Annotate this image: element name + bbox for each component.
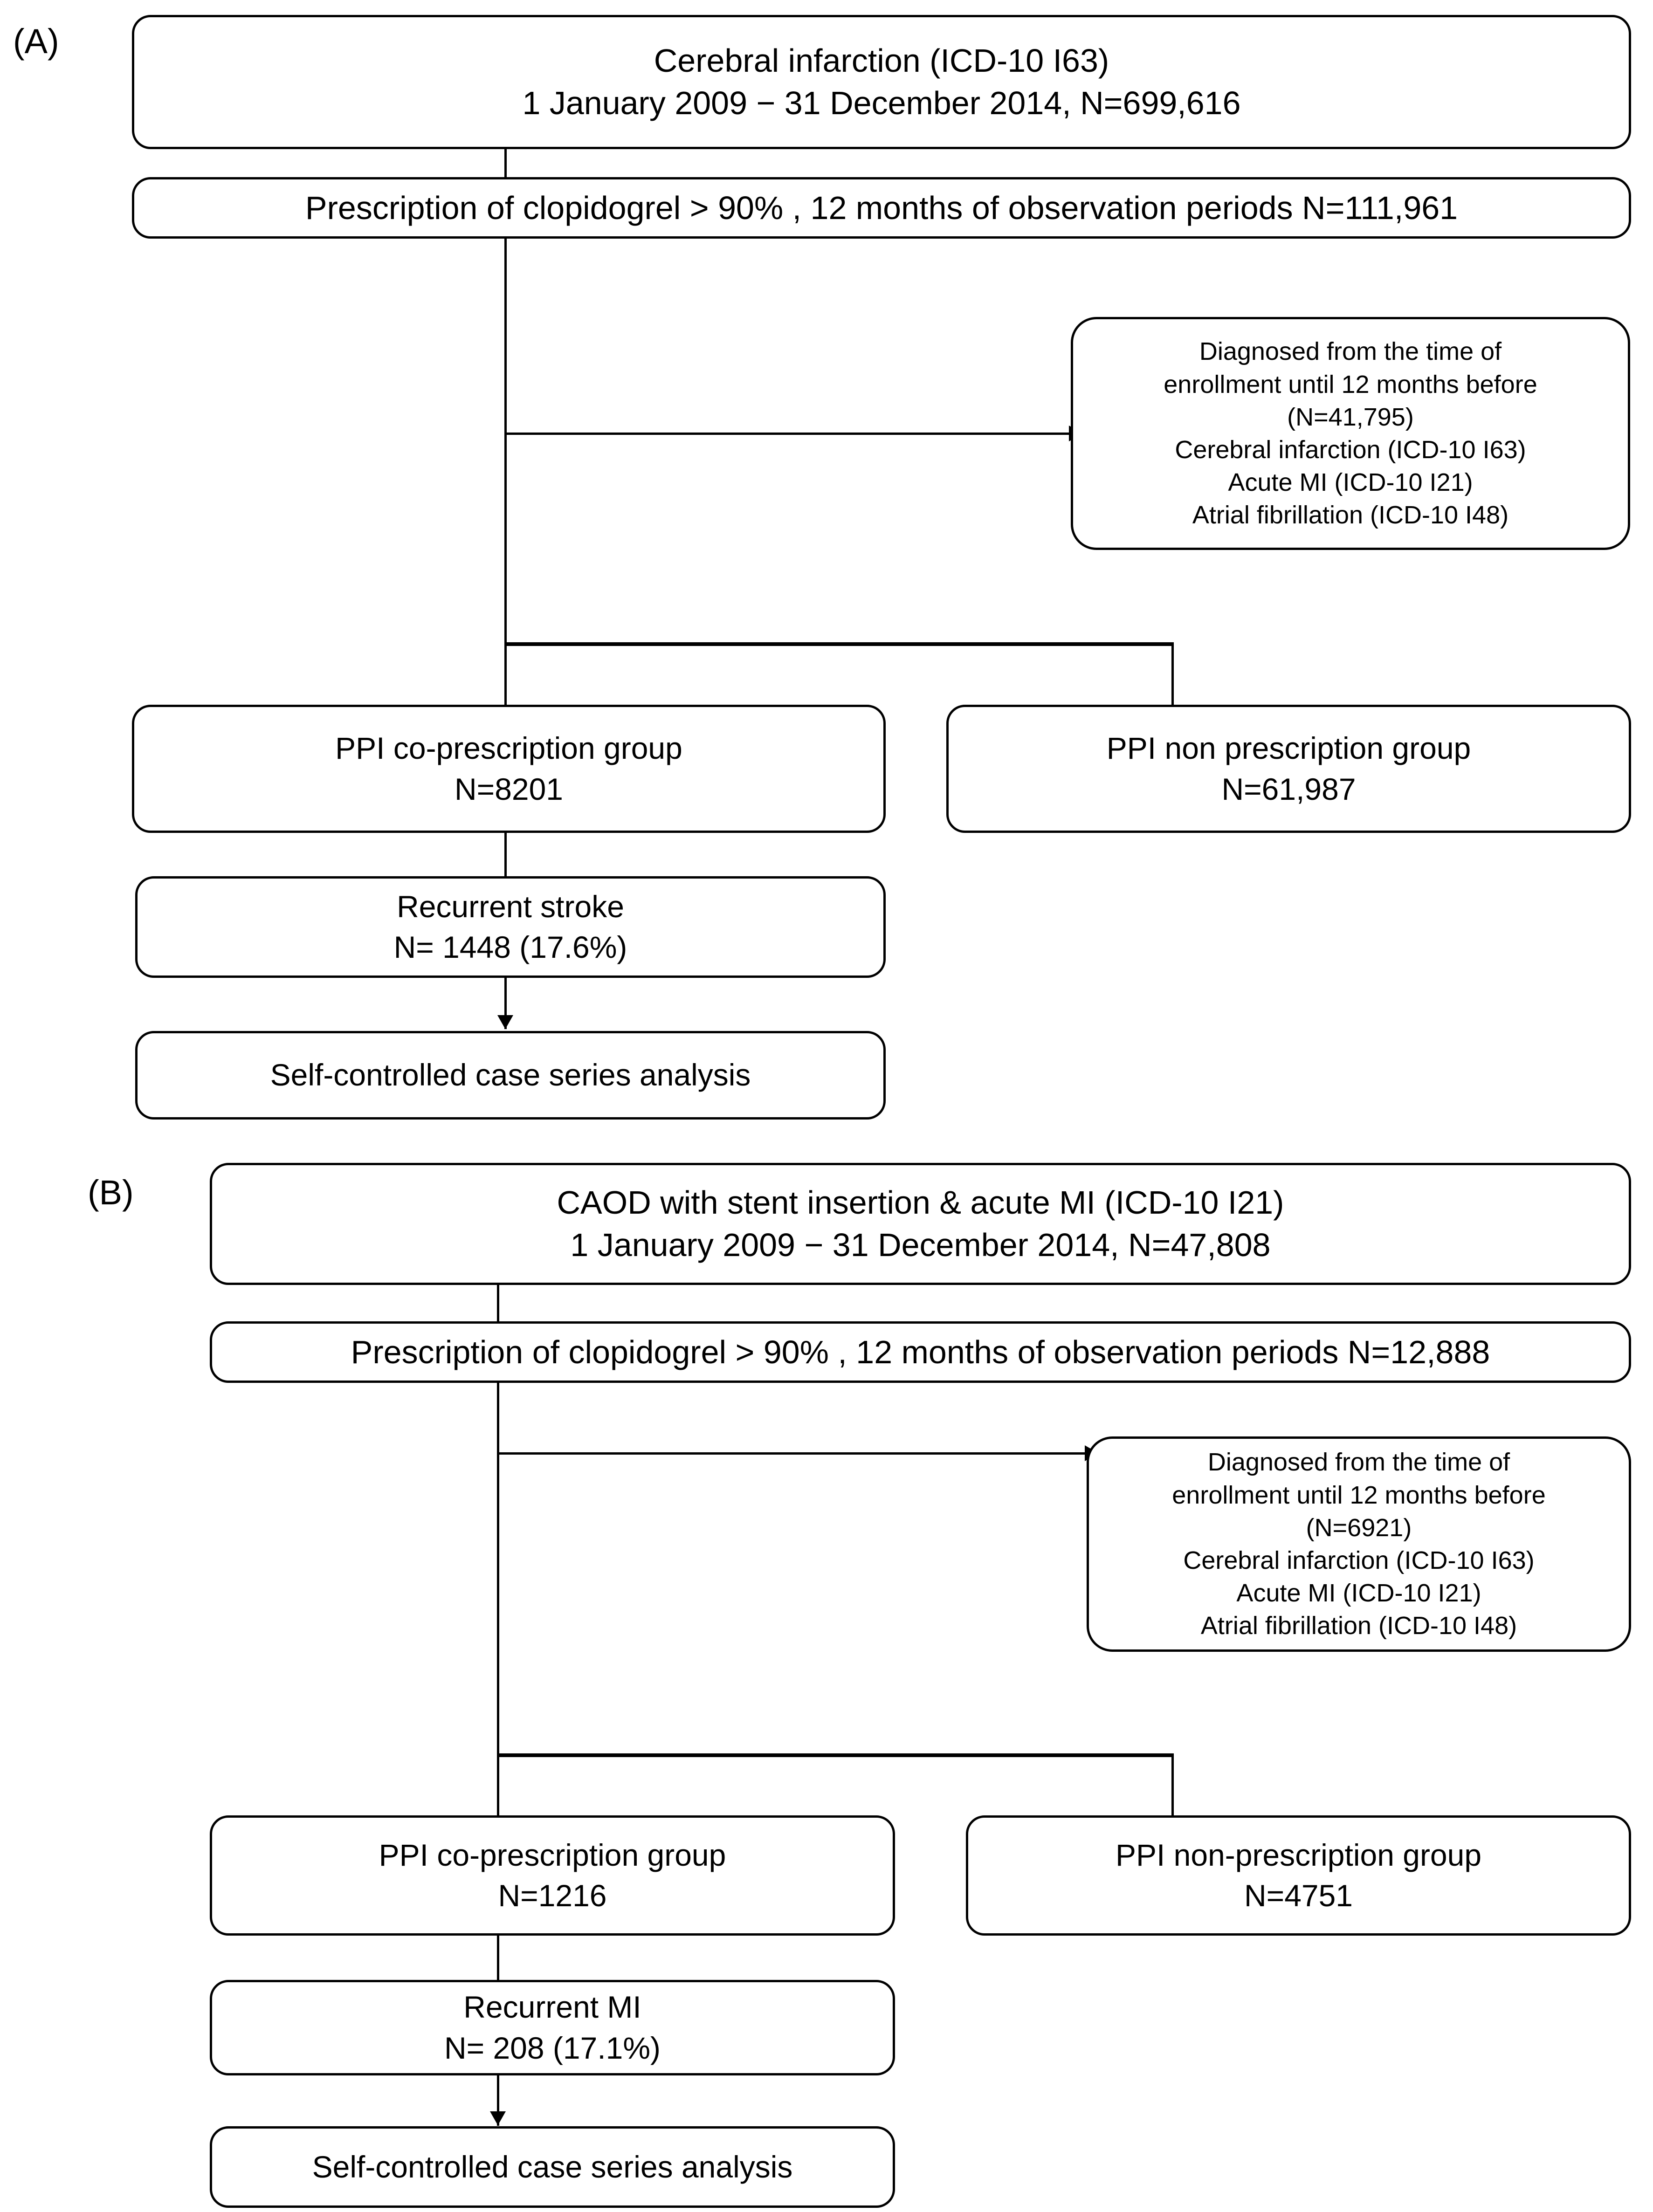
panel-b-exclusion-line2: enrollment until 12 months before <box>1172 1481 1546 1509</box>
panel-a-connector-group-to-outcome <box>504 833 507 876</box>
panel-b-letter: (B) <box>88 1173 134 1212</box>
panel-b-trunk <box>497 1383 499 1756</box>
panel-a-exclusion-box: Diagnosed from the time of enrollment un… <box>1071 317 1630 550</box>
panel-b-inclusion-box: Prescription of clopidogrel > 90% , 12 m… <box>210 1321 1631 1383</box>
panel-a-exclusion-arrow-line <box>504 433 1071 435</box>
panel-a-analysis-box: Self-controlled case series analysis <box>135 1031 886 1120</box>
panel-b-exclusion-arrow-line <box>497 1452 1087 1455</box>
panel-a-group-co-line1: PPI co-prescription group <box>335 731 682 766</box>
panel-a-letter: (A) <box>13 22 59 61</box>
panel-b-group-splitter <box>497 1753 1174 1757</box>
panel-b-exclusion-line3: (N=6921) <box>1306 1513 1412 1542</box>
panel-b-source-line2: 1 January 2009 − 31 December 2014, N=47,… <box>570 1227 1271 1263</box>
panel-b-connector-group-to-outcome <box>497 1936 499 1981</box>
panel-a-inclusion-line1: Prescription of clopidogrel > 90% , 12 m… <box>305 189 1458 226</box>
panel-b-exclusion-box: Diagnosed from the time of enrollment un… <box>1087 1436 1631 1652</box>
panel-a-outcome-box: Recurrent stroke N= 1448 (17.6%) <box>135 876 886 978</box>
panel-a-group-non-line2: N=61,987 <box>1221 771 1356 806</box>
panel-a-source-box: Cerebral infarction (ICD-10 I63) 1 Janua… <box>132 15 1631 149</box>
panel-b-splitter-drop-right <box>1171 1753 1174 1819</box>
panel-a-connector-source-to-inclusion <box>504 149 507 178</box>
panel-a-exclusion-line3: (N=41,795) <box>1287 403 1414 431</box>
panel-b-splitter-drop-left <box>497 1753 499 1819</box>
panel-b-outcome-line2: N= 208 (17.1%) <box>444 2030 661 2065</box>
panel-a-exclusion-line5: Acute MI (ICD-10 I21) <box>1228 468 1473 497</box>
panel-a-group-non-box: PPI non prescription group N=61,987 <box>946 705 1631 833</box>
panel-b-analysis-arrowhead <box>490 2111 506 2125</box>
panel-b-exclusion-line6: Atrial fibrillation (ICD-10 I48) <box>1200 1612 1517 1640</box>
panel-b-outcome-box: Recurrent MI N= 208 (17.1%) <box>210 1980 895 2075</box>
panel-a-exclusion-line1: Diagnosed from the time of <box>1199 337 1502 366</box>
panel-b-group-co-line1: PPI co-prescription group <box>379 1837 726 1872</box>
panel-b-exclusion-line5: Acute MI (ICD-10 I21) <box>1236 1579 1481 1607</box>
panel-b-connector-source-to-inclusion <box>497 1285 499 1322</box>
panel-b-group-co-line2: N=1216 <box>498 1878 607 1913</box>
panel-a-source-line1: Cerebral infarction (ICD-10 I63) <box>654 42 1109 79</box>
panel-a-group-co-box: PPI co-prescription group N=8201 <box>132 705 886 833</box>
panel-a-group-non-line1: PPI non prescription group <box>1106 731 1471 766</box>
panel-b-analysis-box: Self-controlled case series analysis <box>210 2126 895 2208</box>
panel-a-exclusion-line4: Cerebral infarction (ICD-10 I63) <box>1175 436 1526 464</box>
panel-a-source-line2: 1 January 2009 − 31 December 2014, N=699… <box>522 85 1241 121</box>
panel-b-analysis-line1: Self-controlled case series analysis <box>312 2149 793 2184</box>
panel-b-source-box: CAOD with stent insertion & acute MI (IC… <box>210 1163 1631 1285</box>
panel-a-analysis-line1: Self-controlled case series analysis <box>270 1058 751 1092</box>
panel-a-trunk <box>504 239 507 644</box>
panel-b-exclusion-line1: Diagnosed from the time of <box>1207 1448 1510 1477</box>
panel-b-group-co-box: PPI co-prescription group N=1216 <box>210 1815 895 1936</box>
panel-a-exclusion-line6: Atrial fibrillation (ICD-10 I48) <box>1192 501 1509 529</box>
panel-a-inclusion-box: Prescription of clopidogrel > 90% , 12 m… <box>132 177 1631 239</box>
panel-a-analysis-arrowhead <box>497 1015 513 1029</box>
panel-a-group-splitter <box>504 642 1174 646</box>
panel-b-inclusion-line1: Prescription of clopidogrel > 90% , 12 m… <box>351 1333 1490 1370</box>
panel-b-exclusion-line4: Cerebral infarction (ICD-10 I63) <box>1183 1546 1535 1574</box>
panel-b-group-non-box: PPI non-prescription group N=4751 <box>966 1815 1631 1936</box>
panel-a-outcome-line2: N= 1448 (17.6%) <box>393 930 627 964</box>
panel-a-splitter-drop-left <box>504 642 507 708</box>
panel-b-connector-outcome-to-analysis <box>497 2075 499 2126</box>
panel-b-source-line1: CAOD with stent insertion & acute MI (IC… <box>557 1184 1284 1221</box>
panel-a-connector-outcome-to-analysis <box>504 978 507 1029</box>
panel-a-splitter-drop-right <box>1171 642 1174 708</box>
panel-a-outcome-line1: Recurrent stroke <box>397 889 624 924</box>
panel-a-exclusion-line2: enrollment until 12 months before <box>1164 370 1537 398</box>
panel-a-group-co-line2: N=8201 <box>454 771 564 806</box>
panel-b-group-non-line2: N=4751 <box>1244 1878 1353 1913</box>
panel-b-outcome-line1: Recurrent MI <box>463 1990 641 2025</box>
panel-b-group-non-line1: PPI non-prescription group <box>1115 1837 1482 1872</box>
